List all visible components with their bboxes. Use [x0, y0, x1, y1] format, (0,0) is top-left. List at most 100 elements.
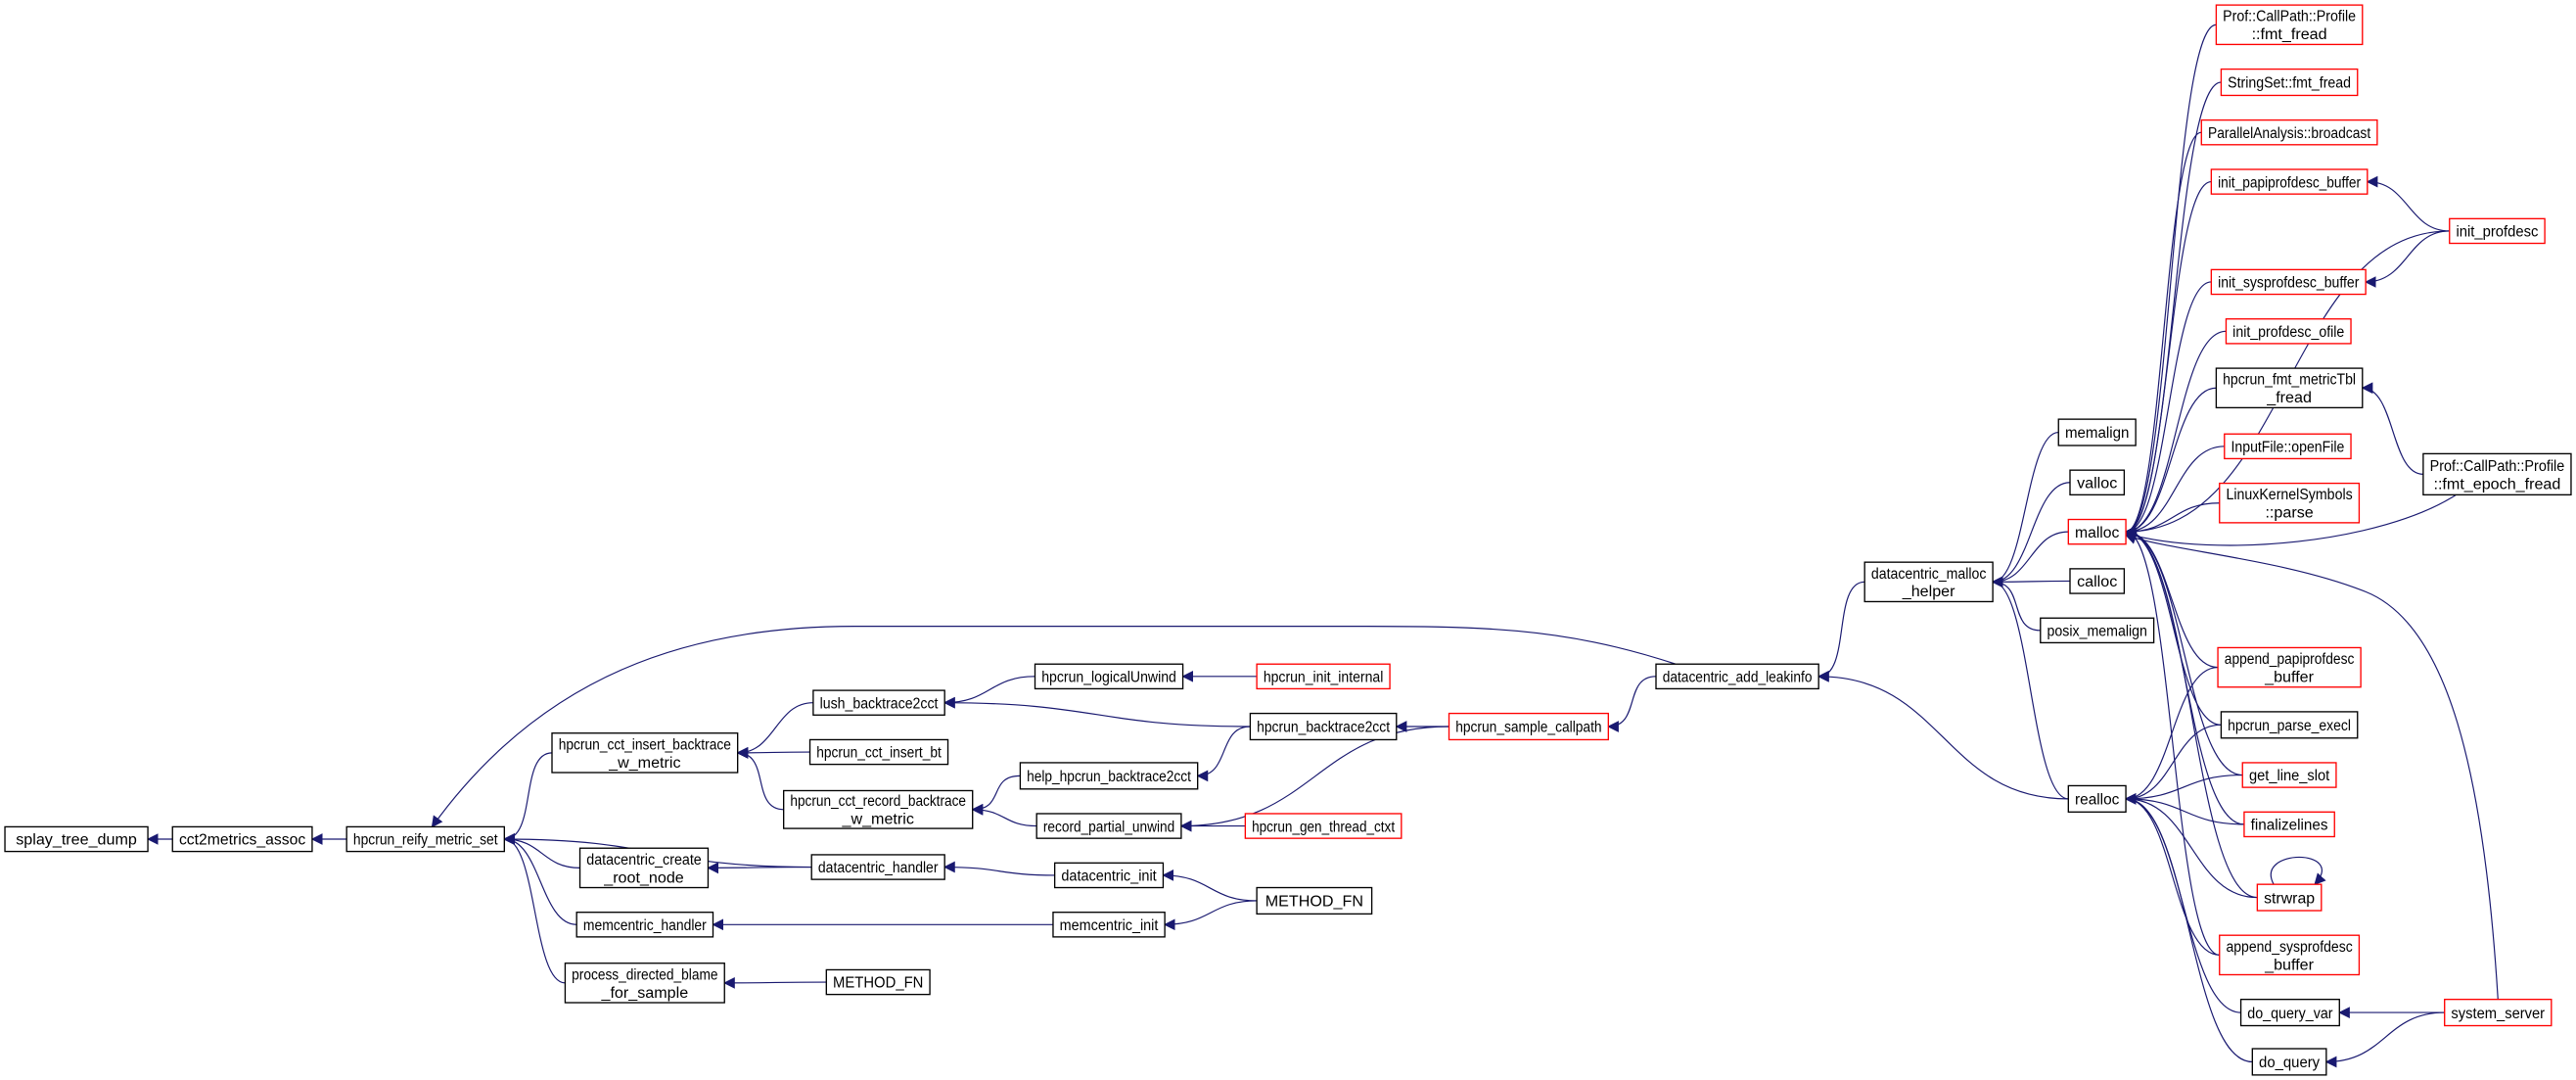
node-box[interactable]: [812, 689, 945, 716]
node-cct2metrics-assoc[interactable]: cct2metrics_assoc: [171, 825, 313, 853]
node-append-sysprofdesc-buffer[interactable]: append_sysprofdesc_buffer: [2219, 934, 2361, 976]
node-box[interactable]: [2057, 418, 2137, 446]
node-box[interactable]: [2215, 4, 2364, 46]
node-memcentric-handler[interactable]: memcentric_handler: [575, 912, 714, 938]
node-box[interactable]: [1863, 561, 1994, 603]
node-memalign[interactable]: memalign: [2057, 418, 2137, 446]
node-box[interactable]: [2215, 367, 2364, 409]
node-box[interactable]: [2224, 433, 2352, 460]
node-valloc[interactable]: valloc: [2069, 469, 2126, 496]
node-box[interactable]: [1256, 663, 1391, 690]
node-init-sysprofdesc-buffer[interactable]: init_sysprofdesc_buffer: [2210, 268, 2367, 296]
node-box[interactable]: [2243, 811, 2335, 838]
node-calloc[interactable]: calloc: [2069, 568, 2126, 594]
node-datacentric-add-leakinfo[interactable]: datacentric_add_leakinfo: [1655, 663, 1819, 690]
node-box[interactable]: [345, 825, 505, 853]
node-stringset-fmt-fread[interactable]: StringSet::fmt_fread: [2220, 68, 2359, 97]
node-hpcrun-gen-thread-ctxt[interactable]: hpcrun_gen_thread_ctxt: [1244, 813, 1403, 839]
node-hpcrun-logicalunwind[interactable]: hpcrun_logicalUnwind: [1034, 663, 1184, 690]
node-box[interactable]: [2069, 469, 2126, 496]
node-finalizelines[interactable]: finalizelines: [2243, 811, 2335, 838]
node-box[interactable]: [2067, 518, 2127, 545]
node-box[interactable]: [2444, 998, 2553, 1027]
node-box[interactable]: [808, 738, 949, 766]
node-box[interactable]: [2256, 883, 2323, 912]
node-hpcrun-sample-callpath[interactable]: hpcrun_sample_callpath: [1448, 712, 1609, 741]
node-box[interactable]: [171, 825, 313, 853]
node-hpcrun-reify-metric-set[interactable]: hpcrun_reify_metric_set: [345, 825, 505, 853]
node-box[interactable]: [1655, 663, 1819, 690]
node-box[interactable]: [2239, 998, 2340, 1027]
node-box[interactable]: [825, 968, 931, 996]
node-hpcrun-cct-record-backtrace-w-metric[interactable]: hpcrun_cct_record_backtrace_w_metric: [783, 789, 974, 829]
node-box[interactable]: [2219, 934, 2361, 976]
node-box[interactable]: [783, 789, 974, 829]
node-inputfile-openfile[interactable]: InputFile::openFile: [2224, 433, 2352, 460]
node-posix-memalign[interactable]: posix_memalign: [2040, 617, 2155, 644]
node-box[interactable]: [2069, 568, 2126, 594]
node-box[interactable]: [2200, 118, 2378, 146]
node-box[interactable]: [1052, 912, 1166, 938]
node-box[interactable]: [578, 847, 710, 889]
node-hpcrun-init-internal[interactable]: hpcrun_init_internal: [1256, 663, 1391, 690]
node-box[interactable]: [810, 854, 945, 880]
node-box[interactable]: [2225, 318, 2352, 345]
node-splay-tree-dump[interactable]: splay_tree_dump: [4, 825, 149, 853]
node-method-fn[interactable]: METHOD_FN: [1256, 886, 1373, 916]
node-strwrap[interactable]: strwrap: [2256, 883, 2323, 912]
node-box[interactable]: [2251, 1048, 2327, 1076]
node-box[interactable]: [1448, 712, 1609, 741]
node-hpcrun-cct-insert-backtrace-w-metric[interactable]: hpcrun_cct_insert_backtrace_w_metric: [551, 732, 739, 774]
node-lush-backtrace2cct[interactable]: lush_backtrace2cct: [812, 689, 945, 716]
node-init-papiprofdesc-buffer[interactable]: init_papiprofdesc_buffer: [2210, 168, 2369, 195]
node-do-query[interactable]: do_query: [2251, 1048, 2327, 1076]
node-init-profdesc-ofile[interactable]: init_profdesc_ofile: [2225, 318, 2352, 345]
node-prof-callpath-profile-fmt-fread[interactable]: Prof::CallPath::Profile::fmt_fread: [2215, 4, 2364, 46]
node-do-query-var[interactable]: do_query_var: [2239, 998, 2340, 1027]
node-box[interactable]: [2217, 646, 2362, 688]
node-method-fn[interactable]: METHOD_FN: [825, 968, 931, 996]
node-datacentric-init[interactable]: datacentric_init: [1053, 862, 1165, 889]
node-append-papiprofdesc-buffer[interactable]: append_papiprofdesc_buffer: [2217, 646, 2362, 688]
node-box[interactable]: [1035, 813, 1182, 839]
node-box[interactable]: [1256, 886, 1373, 916]
node-box[interactable]: [1249, 712, 1398, 741]
node-box[interactable]: [4, 825, 149, 853]
node-init-profdesc[interactable]: init_profdesc: [2449, 217, 2546, 245]
node-box[interactable]: [2241, 762, 2337, 788]
node-box[interactable]: [1034, 663, 1184, 690]
node-box[interactable]: [2040, 617, 2155, 644]
node-box[interactable]: [2210, 268, 2367, 296]
node-prof-callpath-profile-fmt-epoch-fread[interactable]: Prof::CallPath::Profile::fmt_epoch_fread: [2422, 452, 2572, 496]
node-box[interactable]: [551, 732, 739, 774]
node-box[interactable]: [1244, 813, 1403, 839]
node-hpcrun-cct-insert-bt[interactable]: hpcrun_cct_insert_bt: [808, 738, 949, 766]
node-datacentric-handler[interactable]: datacentric_handler: [810, 854, 945, 880]
node-box[interactable]: [575, 912, 714, 938]
node-box[interactable]: [1053, 862, 1165, 889]
node-help-hpcrun-backtrace2cct[interactable]: help_hpcrun_backtrace2cct: [1019, 762, 1199, 790]
node-datacentric-malloc-helper[interactable]: datacentric_malloc_helper: [1863, 561, 1994, 603]
node-system-server[interactable]: system_server: [2444, 998, 2553, 1027]
node-box[interactable]: [2422, 452, 2572, 496]
node-box[interactable]: [1019, 762, 1199, 790]
node-realloc[interactable]: realloc: [2067, 784, 2127, 813]
node-malloc[interactable]: malloc: [2067, 518, 2127, 545]
node-box[interactable]: [2220, 711, 2359, 739]
node-box[interactable]: [564, 963, 725, 1004]
node-record-partial-unwind[interactable]: record_partial_unwind: [1035, 813, 1182, 839]
node-memcentric-init[interactable]: memcentric_init: [1052, 912, 1166, 938]
node-parallelanalysis-broadcast[interactable]: ParallelAnalysis::broadcast: [2200, 118, 2378, 146]
node-linuxkernelsymbols-parse[interactable]: LinuxKernelSymbols::parse: [2219, 482, 2361, 524]
node-datacentric-create-root-node[interactable]: datacentric_create_root_node: [578, 847, 710, 889]
node-box[interactable]: [2449, 217, 2546, 245]
node-box[interactable]: [2220, 68, 2359, 97]
node-get-line-slot[interactable]: get_line_slot: [2241, 762, 2337, 788]
node-box[interactable]: [2067, 784, 2127, 813]
node-hpcrun-fmt-metrictbl-fread[interactable]: hpcrun_fmt_metricTbl_fread: [2215, 367, 2364, 409]
node-process-directed-blame-for-sample[interactable]: process_directed_blame_for_sample: [564, 963, 725, 1004]
node-box[interactable]: [2210, 168, 2369, 195]
node-hpcrun-parse-execl[interactable]: hpcrun_parse_execl: [2220, 711, 2359, 739]
node-box[interactable]: [2219, 482, 2361, 524]
node-hpcrun-backtrace2cct[interactable]: hpcrun_backtrace2cct: [1249, 712, 1398, 741]
